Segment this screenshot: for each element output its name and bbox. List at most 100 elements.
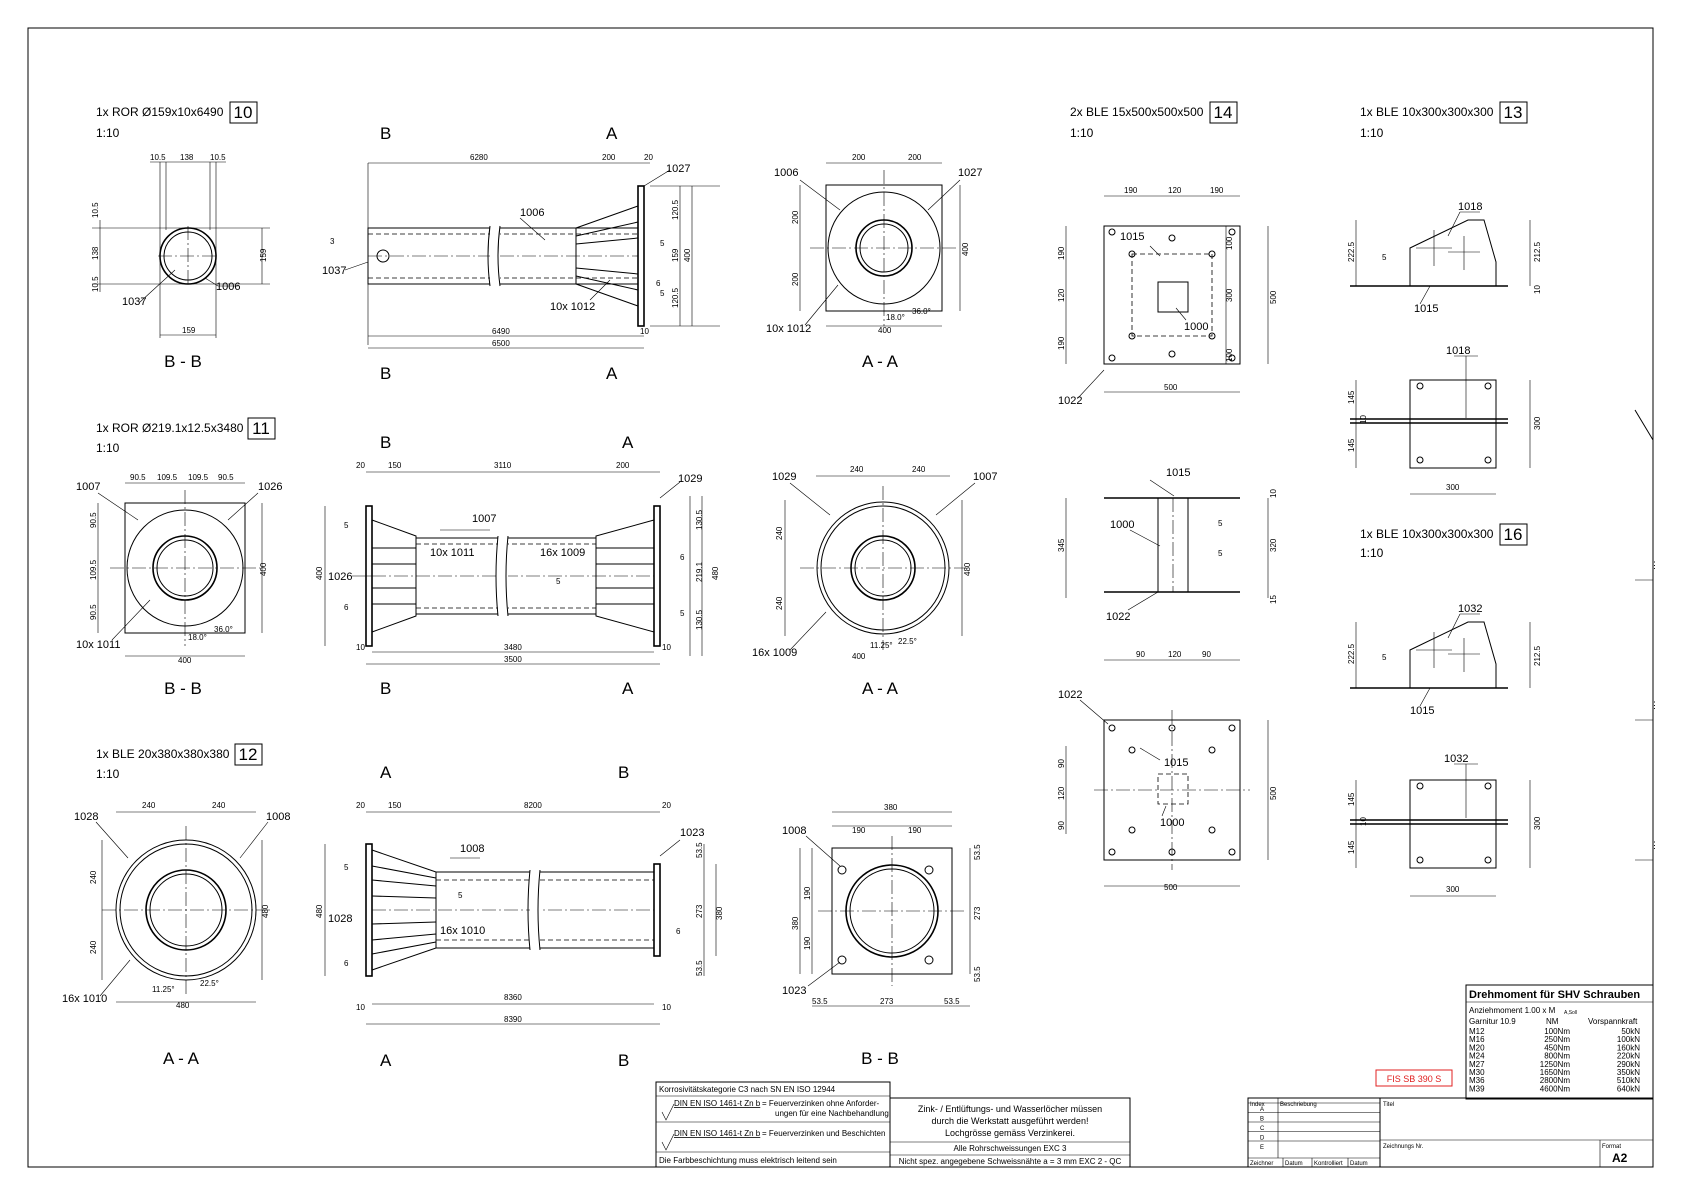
label-1018: 1018 (1458, 201, 1482, 213)
cut-mark-b: B (380, 679, 391, 698)
torque-cell: 50kN (1621, 1027, 1640, 1036)
dim-text: 190 (1124, 186, 1138, 195)
dim-text: 10.5 (210, 153, 226, 162)
dim-text: 53.5 (973, 844, 982, 860)
dim-text: 240 (775, 596, 784, 610)
dim-text: 150 (388, 801, 402, 810)
dim-text: 145 (1347, 840, 1356, 854)
torque-table: Drehmoment für SHV Schrauben Anziehmomen… (1465, 984, 1654, 1100)
part-11-elevation: B A B A 20 150 3110 200 400 130.5 219.1 … (315, 433, 720, 698)
weld-symbol: 5 (344, 863, 349, 872)
torque-cell: 510kN (1617, 1076, 1640, 1085)
dim-text: 240 (850, 465, 864, 474)
note-schweissnaehte: Nicht spez. angegebene Schweissnähte a =… (899, 1157, 1122, 1166)
dim-text: 400 (878, 326, 892, 335)
rev-row-index: B (1260, 1117, 1264, 1123)
label-10x1012: 10x 1012 (766, 323, 811, 335)
torque-cell: 100kN (1617, 1035, 1640, 1044)
dim-text: 90.5 (89, 512, 98, 528)
dim-text: 480 (963, 562, 972, 576)
label-1028: 1028 (328, 913, 352, 925)
dim-text: 159 (182, 326, 196, 335)
dim-text: 380 (715, 906, 724, 920)
dim-text: 90 (1057, 821, 1066, 830)
dim-text: 109.5 (188, 473, 209, 482)
dim-text: 400 (259, 562, 268, 576)
dim-text: 200 (852, 153, 866, 162)
part-10-elevation: B A B A 6280 200 20 120.5 159 120.5 400 … (322, 124, 720, 383)
weld-symbol: 5 (556, 577, 561, 586)
dim-text: 109.5 (157, 473, 178, 482)
dim-text: 53.5 (944, 997, 960, 1006)
part-10-title: 1x ROR Ø159x10x6490 (96, 105, 224, 119)
dim-text: 200 (616, 461, 630, 470)
label-1008: 1008 (266, 811, 290, 823)
dim-text: 120 (1168, 186, 1182, 195)
dim-text: 480 (176, 1001, 190, 1010)
cut-mark-a: A (606, 124, 618, 143)
dim-text: 320 (1269, 538, 1278, 552)
note-farbbeschichtung: Die Farbbeschichtung muss elektrisch lei… (659, 1156, 837, 1165)
stamp-label: FIS SB 390 S (1387, 1074, 1442, 1084)
label-1007: 1007 (973, 471, 997, 483)
label-1015: 1015 (1414, 303, 1438, 315)
note-din1-b: = Feuerverzinken ohne Anforder- (762, 1099, 880, 1108)
label-1008: 1008 (460, 843, 484, 855)
torque-cell: 160kN (1617, 1043, 1640, 1052)
label-1022: 1022 (1106, 611, 1130, 623)
label-1022: 1022 (1058, 395, 1082, 407)
note-zink-1: Zink- / Entlüftungs- und Wasserlöcher mü… (918, 1104, 1102, 1114)
rev-row-index: E (1260, 1145, 1264, 1151)
tab-dots-2: ⋮ (1650, 700, 1659, 710)
torque-cell: 450Nm (1544, 1043, 1570, 1052)
dim-text: 53.5 (695, 842, 704, 858)
part-13-scale: 1:10 (1360, 126, 1384, 140)
dim-text: 10.5 (91, 202, 100, 218)
dim-text: 500 (1164, 383, 1178, 392)
part-10-header: 1x ROR Ø159x10x6490 10 1:10 (96, 101, 258, 140)
part-14-title: 2x BLE 15x500x500x500 (1070, 105, 1204, 119)
dim-text: 200 (602, 153, 616, 162)
dim-text: 109.5 (89, 559, 98, 580)
label-1027: 1027 (958, 167, 982, 179)
dim-text: 400 (178, 656, 192, 665)
rev-datum: Datum (1285, 1161, 1303, 1167)
label-1000: 1000 (1110, 519, 1134, 531)
dim-text: 480 (711, 566, 720, 580)
dim-text: 8390 (504, 1015, 522, 1024)
label-1032: 1032 (1444, 753, 1468, 765)
dim-text: 90.5 (89, 604, 98, 620)
dim-text: 20 (356, 461, 365, 470)
label-1032: 1032 (1458, 603, 1482, 615)
dim-text: 3480 (504, 643, 522, 652)
part-13-title: 1x BLE 10x300x300x300 (1360, 105, 1494, 119)
dim-text: 10 (662, 643, 671, 652)
dim-text: 190 (1210, 186, 1224, 195)
dim-text: 300 (1446, 885, 1460, 894)
part-12-section-aa: 240 240 240 240 480 480 11.25° 22.5° 102… (62, 801, 290, 1068)
note-din2-b: = Feuerverzinken und Beschichten (762, 1129, 885, 1138)
part-16-header: 1x BLE 10x300x300x300 16 1:10 (1360, 523, 1528, 560)
part-11-title: 1x ROR Ø219.1x12.5x3480 (96, 421, 244, 435)
dim-text: 20 (356, 801, 365, 810)
label-10x1011: 10x 1011 (430, 547, 474, 559)
dim-text: 36.0° (214, 625, 233, 634)
torque-cell: 1650Nm (1540, 1068, 1571, 1077)
weld-symbol: 5 (1382, 653, 1387, 662)
label-16x1010: 16x 1010 (440, 925, 485, 937)
dim-text: 145 (1347, 390, 1356, 404)
rev-index-header: Index (1250, 1102, 1265, 1108)
torque-cell: 800Nm (1544, 1052, 1570, 1061)
note-din2: DIN EN ISO 1461-t Zn b (674, 1129, 761, 1138)
label-1015: 1015 (1164, 757, 1188, 769)
weld-symbol: 5 (1218, 519, 1223, 528)
dim-text: 240 (89, 940, 98, 954)
section-label-aa: A - A (163, 1049, 200, 1068)
part-12-number: 12 (239, 745, 258, 764)
weld-symbol: 5 (1382, 253, 1387, 262)
torque-cell: M30 (1469, 1068, 1485, 1077)
torque-cell: M36 (1469, 1076, 1485, 1085)
dim-text: 120.5 (671, 199, 680, 220)
sheet-border (27, 27, 1654, 1168)
